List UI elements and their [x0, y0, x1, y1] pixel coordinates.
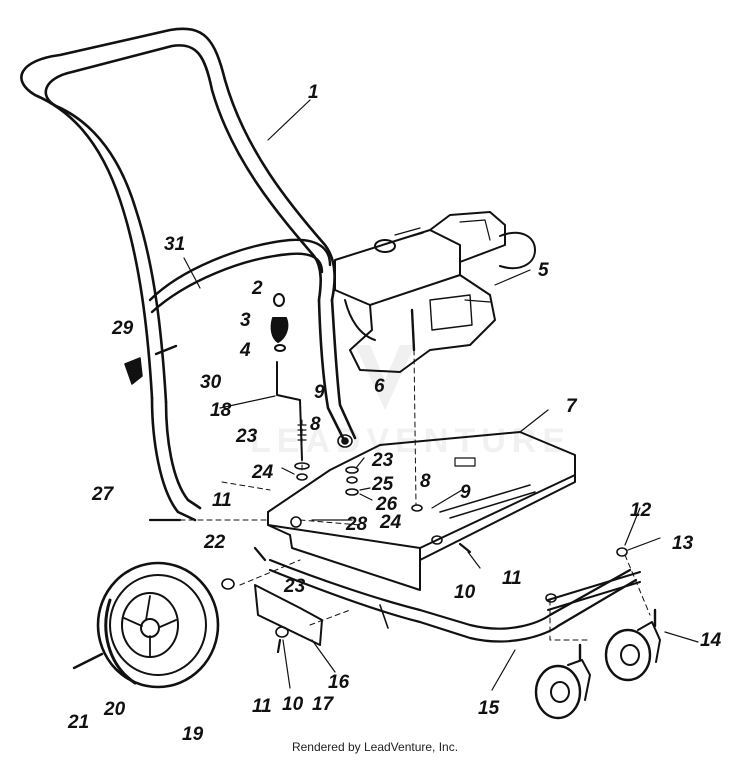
callout-5: 5 [538, 260, 549, 281]
watermark-logo: LEADVENTURE [250, 345, 571, 460]
callout-21: 21 [67, 712, 89, 733]
watermark-text: LEADVENTURE [250, 422, 571, 460]
callout-26: 26 [375, 494, 398, 515]
upper-cross-handle [148, 238, 332, 314]
callout-11a: 11 [212, 490, 232, 511]
callout-28: 28 [345, 514, 368, 535]
rear-wheel [96, 561, 220, 689]
callout-11c: 11 [252, 696, 272, 717]
wheel-bolt [72, 652, 104, 670]
callout-10b: 10 [282, 694, 304, 715]
leader-lines [183, 99, 699, 691]
callout-labels: 1 2 3 4 5 6 7 8 8 9 9 10 10 11 11 11 12 … [67, 82, 722, 745]
callout-20: 20 [103, 699, 126, 720]
caster-mount-bar [547, 571, 641, 611]
callout-1: 1 [308, 82, 319, 103]
callout-23b: 23 [371, 450, 394, 471]
frame-plate [267, 431, 576, 591]
engine [334, 211, 536, 373]
callout-4: 4 [239, 340, 251, 361]
callout-27: 27 [91, 484, 115, 505]
callout-2: 2 [251, 278, 263, 299]
hardware-washers [148, 344, 628, 654]
engine-bolt [410, 308, 416, 352]
lock-lever [124, 357, 143, 385]
callout-31: 31 [164, 234, 185, 255]
side-bracket [254, 584, 323, 646]
callout-17: 17 [312, 694, 335, 715]
callout-15: 15 [478, 698, 500, 719]
caster-wheel-left [534, 643, 591, 720]
footer-credit: Rendered by LeadVenture, Inc. [291, 740, 459, 754]
handle-tube [20, 27, 357, 522]
callout-22: 22 [203, 532, 226, 553]
callout-24a: 24 [251, 462, 274, 483]
callout-18: 18 [210, 400, 232, 421]
callout-23a: 23 [235, 426, 258, 447]
callout-29: 29 [111, 318, 134, 339]
callout-23c: 23 [283, 576, 306, 597]
callout-16: 16 [328, 672, 350, 693]
callout-13: 13 [672, 533, 694, 554]
callout-12: 12 [630, 500, 652, 521]
callout-9a: 9 [314, 382, 325, 403]
callout-11b: 11 [502, 568, 522, 589]
callout-8a: 8 [310, 414, 321, 435]
callout-24b: 24 [379, 512, 402, 533]
callout-19: 19 [182, 724, 204, 745]
callout-6: 6 [374, 376, 385, 397]
assembly-dash-lines [179, 349, 651, 641]
callout-3: 3 [240, 310, 251, 331]
callout-10a: 10 [454, 582, 476, 603]
callout-8b: 8 [420, 471, 431, 492]
control-rod [270, 293, 307, 461]
callout-14: 14 [700, 630, 722, 651]
callout-7: 7 [566, 396, 578, 417]
callout-25: 25 [371, 474, 394, 495]
callout-9b: 9 [460, 482, 471, 503]
axle-bar [268, 558, 638, 643]
caster-wheel-right [604, 608, 661, 682]
callout-30: 30 [200, 372, 222, 393]
